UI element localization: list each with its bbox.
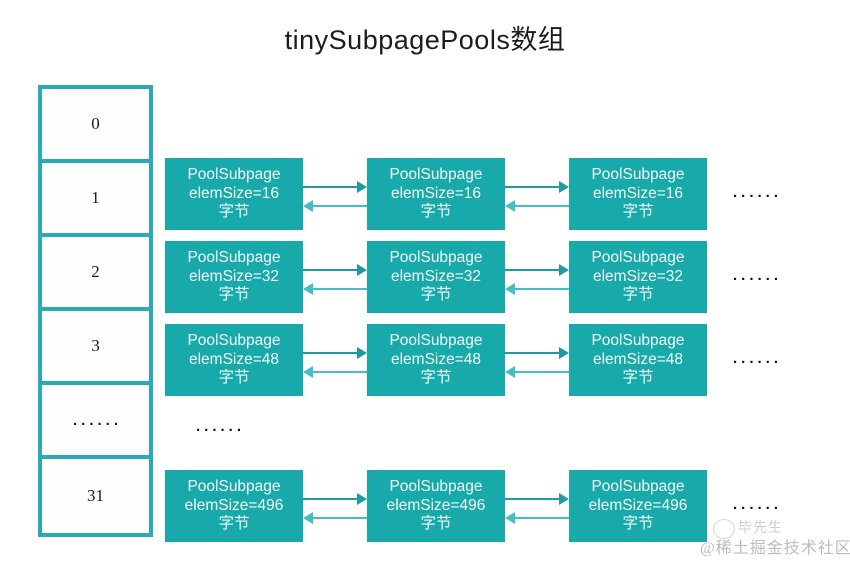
- node-elem-size: elemSize=16: [592, 184, 684, 202]
- array-cell-ellipsis: ......: [42, 385, 149, 459]
- chain-row-index-2: PoolSubpage elemSize=32 字节 PoolSubpage e…: [165, 241, 845, 313]
- bidirectional-link: [303, 324, 367, 396]
- node-unit: 字节: [622, 286, 654, 304]
- array-cell-label: 1: [91, 188, 100, 207]
- pool-subpage-node[interactable]: PoolSubpage elemSize=496 字节: [367, 470, 505, 542]
- array-cell-label: 31: [87, 486, 104, 505]
- node-elem-size: elemSize=48: [390, 350, 482, 368]
- pool-subpage-node[interactable]: PoolSubpage elemSize=32 字节: [367, 241, 505, 313]
- page-title: tinySubpagePools数组: [284, 25, 566, 55]
- pool-subpage-node[interactable]: PoolSubpage elemSize=16 字节: [367, 158, 505, 230]
- chain-row-index-31: PoolSubpage elemSize=496 字节 PoolSubpage …: [165, 470, 845, 542]
- array-cell-label: 2: [91, 262, 100, 281]
- bidirectional-link: [505, 470, 569, 542]
- pool-subpage-node[interactable]: PoolSubpage elemSize=48 字节: [367, 324, 505, 396]
- tiny-subpage-pools-array: 0 1 2 3 ...... 31: [38, 85, 153, 537]
- node-elem-size: elemSize=48: [592, 350, 684, 368]
- bidirectional-link: [505, 324, 569, 396]
- chain-row-index-3: PoolSubpage elemSize=48 字节 PoolSubpage e…: [165, 324, 845, 396]
- node-unit: 字节: [218, 515, 250, 533]
- bidirectional-link: [303, 241, 367, 313]
- node-unit: 字节: [218, 369, 250, 387]
- chain-trailing-ellipsis: ......: [733, 350, 783, 367]
- node-title: PoolSubpage: [591, 165, 685, 183]
- node-unit: 字节: [420, 203, 452, 221]
- node-unit: 字节: [420, 369, 452, 387]
- array-cell-31: 31: [42, 459, 149, 533]
- pool-subpage-node[interactable]: PoolSubpage elemSize=32 字节: [165, 241, 303, 313]
- pool-subpage-node[interactable]: PoolSubpage elemSize=16 字节: [165, 158, 303, 230]
- node-unit: 字节: [622, 515, 654, 533]
- bidirectional-link: [505, 241, 569, 313]
- pool-subpage-node[interactable]: PoolSubpage elemSize=48 字节: [569, 324, 707, 396]
- chain-trailing-ellipsis: ......: [733, 184, 783, 201]
- chain-gap-ellipsis: ......: [196, 418, 246, 435]
- node-elem-size: elemSize=16: [390, 184, 482, 202]
- node-title: PoolSubpage: [389, 248, 483, 266]
- node-title: PoolSubpage: [187, 331, 281, 349]
- pool-subpage-node[interactable]: PoolSubpage elemSize=32 字节: [569, 241, 707, 313]
- node-elem-size: elemSize=16: [188, 184, 280, 202]
- pool-subpage-node[interactable]: PoolSubpage elemSize=496 字节: [569, 470, 707, 542]
- node-title: PoolSubpage: [389, 331, 483, 349]
- node-elem-size: elemSize=32: [592, 267, 684, 285]
- array-cell-0: 0: [42, 89, 149, 163]
- node-unit: 字节: [420, 515, 452, 533]
- node-elem-size: elemSize=496: [184, 496, 284, 514]
- node-unit: 字节: [420, 286, 452, 304]
- node-unit: 字节: [622, 369, 654, 387]
- array-ellipsis-label: ......: [72, 411, 122, 429]
- bidirectional-link: [505, 158, 569, 230]
- node-title: PoolSubpage: [389, 477, 483, 495]
- node-title: PoolSubpage: [187, 248, 281, 266]
- pool-subpage-node[interactable]: PoolSubpage elemSize=48 字节: [165, 324, 303, 396]
- node-title: PoolSubpage: [591, 477, 685, 495]
- array-cell-label: 3: [91, 336, 100, 355]
- node-title: PoolSubpage: [187, 477, 281, 495]
- array-cell-label: 0: [91, 114, 100, 133]
- pool-subpage-node[interactable]: PoolSubpage elemSize=496 字节: [165, 470, 303, 542]
- chain-row-index-1: PoolSubpage elemSize=16 字节 PoolSubpage e…: [165, 158, 845, 230]
- node-elem-size: elemSize=32: [188, 267, 280, 285]
- node-elem-size: elemSize=496: [588, 496, 688, 514]
- node-elem-size: elemSize=496: [386, 496, 486, 514]
- chain-trailing-ellipsis: ......: [733, 267, 783, 284]
- bidirectional-link: [303, 470, 367, 542]
- array-cell-3: 3: [42, 311, 149, 385]
- chain-trailing-ellipsis: ......: [733, 496, 783, 513]
- node-title: PoolSubpage: [389, 165, 483, 183]
- array-cell-1: 1: [42, 163, 149, 237]
- node-elem-size: elemSize=32: [390, 267, 482, 285]
- node-unit: 字节: [622, 203, 654, 221]
- node-title: PoolSubpage: [187, 165, 281, 183]
- array-cell-2: 2: [42, 237, 149, 311]
- bidirectional-link: [303, 158, 367, 230]
- node-elem-size: elemSize=48: [188, 350, 280, 368]
- node-title: PoolSubpage: [591, 248, 685, 266]
- node-title: PoolSubpage: [591, 331, 685, 349]
- node-unit: 字节: [218, 286, 250, 304]
- node-unit: 字节: [218, 203, 250, 221]
- pool-subpage-node[interactable]: PoolSubpage elemSize=16 字节: [569, 158, 707, 230]
